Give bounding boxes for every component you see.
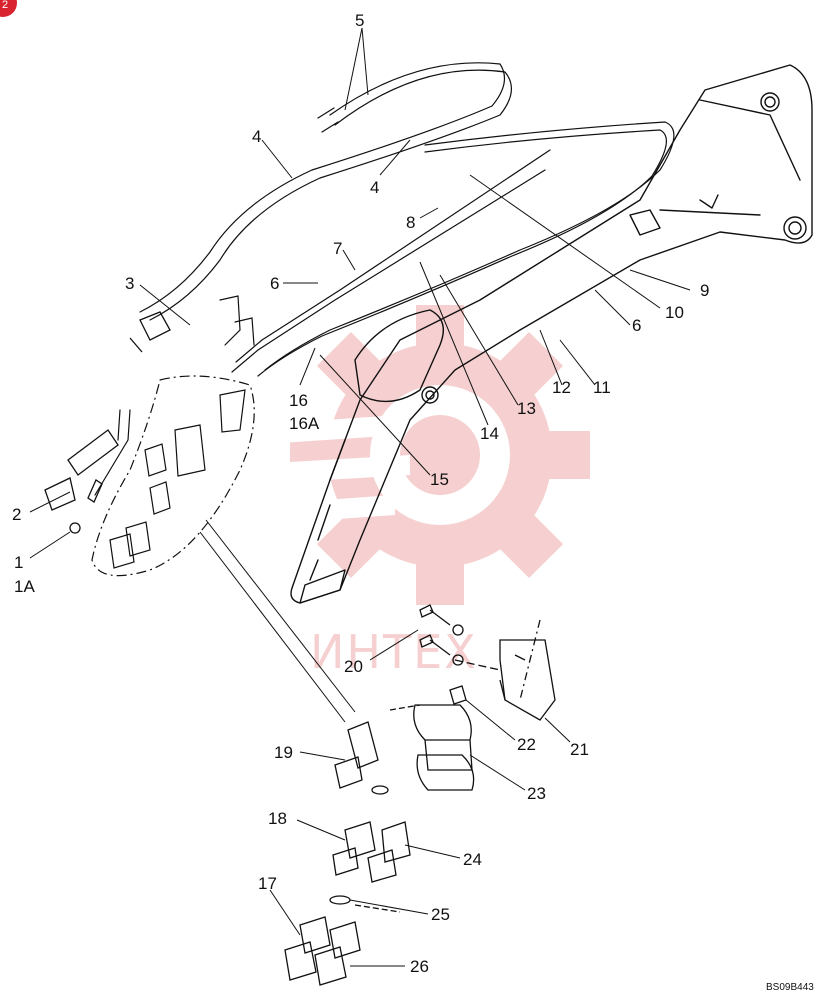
callout-13: 13 (517, 399, 536, 418)
callout-4-lower: 4 (370, 178, 379, 197)
callout-6-left: 6 (270, 274, 279, 293)
cylinder-and-fittings (44, 311, 171, 534)
callout-9: 9 (700, 281, 709, 300)
callout-18: 18 (268, 809, 287, 828)
callout-16: 16 (289, 391, 308, 410)
callout-25: 25 (431, 905, 450, 924)
callout-17: 17 (258, 874, 277, 893)
callout-7: 7 (333, 239, 342, 258)
callout-6-right: 6 (632, 316, 641, 335)
watermark-logo: ИНТЕХ (240, 305, 590, 679)
callout-22: 22 (517, 735, 536, 754)
callout-24: 24 (463, 850, 482, 869)
exploded-coupler-assembly (284, 604, 556, 986)
callout-16a: 16A (289, 414, 320, 433)
callout-leaders (29, 27, 691, 967)
callout-15: 15 (430, 470, 449, 489)
exploded-leaders (199, 519, 356, 723)
callout-11: 11 (593, 378, 611, 397)
callout-5: 5 (355, 11, 364, 30)
callout-8: 8 (406, 213, 415, 232)
boom-assembly (290, 64, 813, 604)
callout-19: 19 (274, 743, 293, 762)
callout-4-upper: 4 (252, 127, 261, 146)
badge-text: 2 (2, 0, 8, 11)
drawing-code: BS09B443 (766, 982, 814, 993)
callout-2: 2 (12, 505, 21, 524)
callout-21: 21 (570, 740, 589, 759)
callout-12: 12 (552, 378, 571, 397)
callout-labels: 5 4 4 8 7 6 3 9 10 6 12 11 16 16A 13 14 … (12, 11, 709, 976)
corner-badge: 2 (0, 0, 17, 17)
coupler-cluster-small (91, 375, 255, 577)
callout-23: 23 (527, 784, 546, 803)
callout-14: 14 (480, 424, 499, 443)
hydraulic-hoses (94, 62, 675, 496)
callout-26: 26 (410, 957, 429, 976)
callout-1a: 1A (14, 577, 35, 596)
callout-3: 3 (125, 274, 134, 293)
callout-20: 20 (344, 657, 363, 676)
callout-10: 10 (665, 303, 684, 322)
callout-1: 1 (14, 553, 23, 572)
watermark-text: ИНТЕХ (310, 625, 478, 679)
